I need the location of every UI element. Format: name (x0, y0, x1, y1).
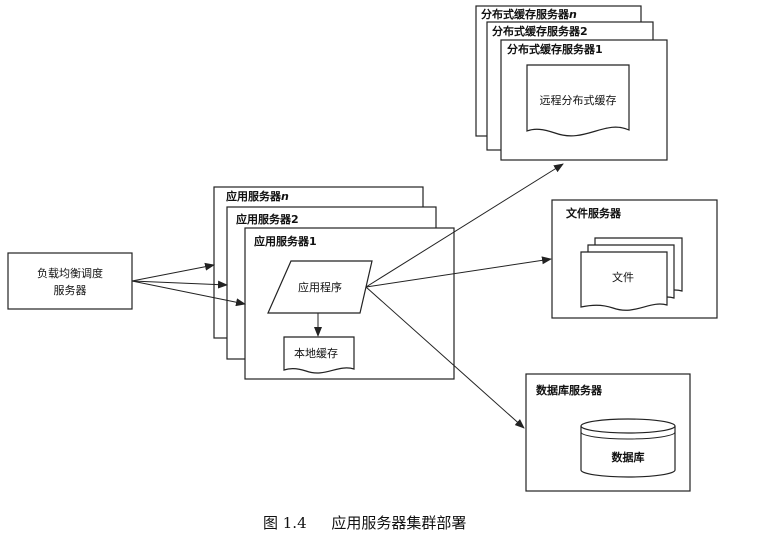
app-server-2-label: 应用服务器2 (236, 212, 299, 226)
db-cylinder-top (580, 418, 676, 434)
cache-server-2-label: 分布式缓存服务器2 (492, 24, 588, 38)
edge-app-to-cache (365, 163, 564, 288)
db-cylinder-ring (580, 431, 676, 440)
cache-server-n-label: 分布式缓存服务器n (481, 7, 577, 21)
load-balancer-box (7, 252, 133, 310)
edge-lb-to-app-2 (131, 280, 228, 289)
edge-lb-to-app-n (131, 262, 215, 282)
load-balancer-group: 负载均衡调度 服务器 (7, 252, 133, 310)
db-server-label: 数据库服务器 (536, 383, 603, 397)
load-balancer-line1: 负载均衡调度 (37, 266, 103, 280)
cache-server-1-label: 分布式缓存服务器1 (507, 42, 603, 56)
db-server-group: 数据库服务器 数据库 (525, 373, 691, 492)
figure-title: 应用服务器集群部署 (331, 514, 466, 532)
edge-app-to-file (365, 256, 552, 288)
app-server-n-label: 应用服务器n (226, 189, 289, 203)
db-cylinder-body (580, 426, 676, 478)
file-server-group: 文件服务器 文件 (551, 199, 718, 319)
figure-caption: 图 1.4 应用服务器集群部署 (263, 514, 466, 532)
remote-cache-shape (526, 64, 630, 137)
figure-number: 图 1.4 (263, 514, 307, 532)
app-program-shape (267, 260, 373, 314)
local-cache-shape (283, 336, 355, 374)
edge-lb-to-app-1 (131, 280, 246, 307)
edge-app-to-db (365, 286, 525, 429)
load-balancer-line2: 服务器 (54, 284, 87, 297)
app-server-group: 应用服务器n 应用服务器2 应用服务器1 应用程序 本地缓存 (213, 186, 455, 380)
local-cache-label: 本地缓存 (294, 346, 338, 360)
cache-server-group: 分布式缓存服务器n 分布式缓存服务器2 分布式缓存服务器1 远程分布式缓存 (475, 5, 668, 161)
app-server-1-label: 应用服务器1 (254, 234, 317, 248)
db-label: 数据库 (612, 450, 645, 464)
file-label: 文件 (612, 270, 634, 284)
file-doc-front (580, 251, 668, 311)
file-server-label: 文件服务器 (566, 206, 622, 220)
remote-cache-label: 远程分布式缓存 (540, 93, 617, 107)
app-program-label: 应用程序 (298, 280, 342, 294)
